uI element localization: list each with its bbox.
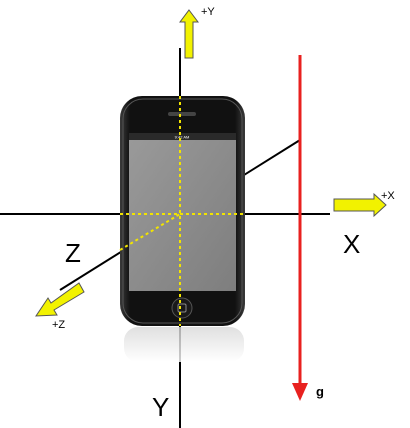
- phone-home-button: [171, 297, 193, 319]
- phone-screen: [129, 133, 236, 291]
- plus-z-label: +Z: [52, 319, 65, 331]
- z-axis-letter: Z: [65, 238, 81, 268]
- phone: 9:42 AM: [120, 96, 245, 326]
- plus-y-label: +Y: [201, 6, 215, 18]
- gravity-arrow-head: [292, 383, 308, 401]
- plus-y-arrow: [179, 9, 199, 59]
- x-axis-letter: X: [343, 229, 360, 259]
- phone-speaker: [168, 112, 196, 116]
- plus-x-arrow: [333, 192, 387, 218]
- phone-reflection: [124, 327, 244, 362]
- phone-status-time: 9:42 AM: [175, 135, 190, 140]
- y-axis-letter: Y: [152, 392, 169, 422]
- plus-x-label: +X: [381, 190, 395, 202]
- gravity-label: g: [316, 384, 324, 399]
- home-button-square-icon: [177, 303, 187, 313]
- phone-status-bar: [129, 133, 236, 140]
- plus-z-arrow: [35, 282, 85, 317]
